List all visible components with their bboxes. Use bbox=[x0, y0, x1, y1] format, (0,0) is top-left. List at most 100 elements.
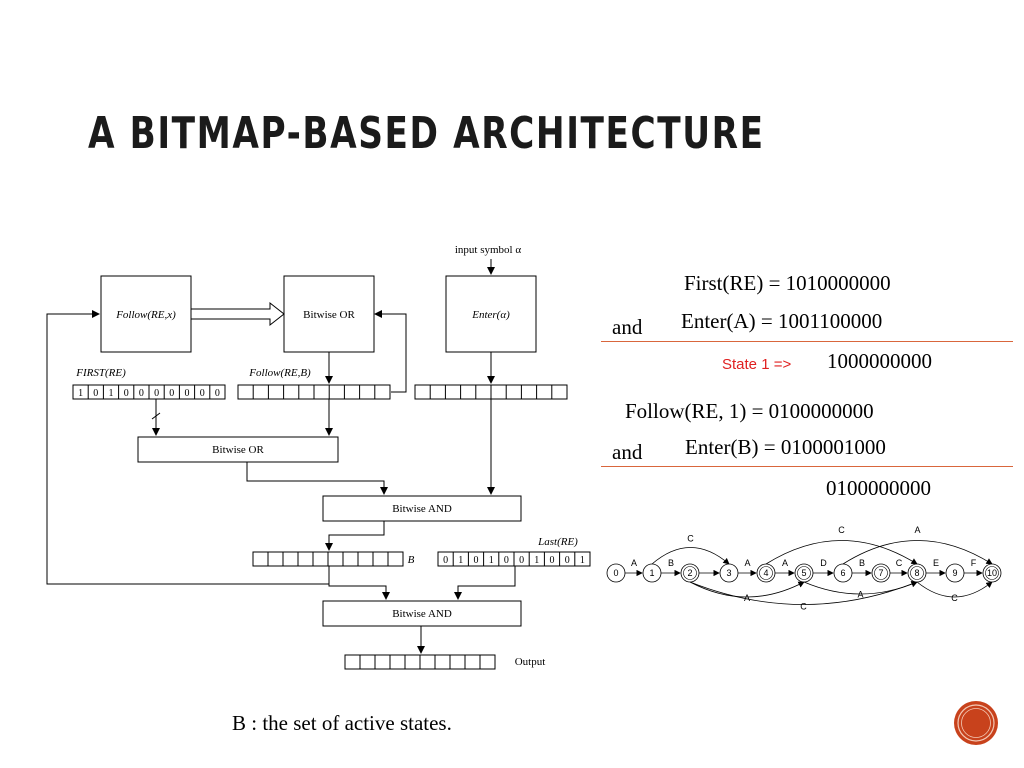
accepting-ring bbox=[874, 566, 888, 580]
automaton-arc bbox=[916, 581, 993, 598]
last-bit: 1 bbox=[534, 555, 539, 566]
accepting-ring bbox=[759, 566, 773, 580]
bitwise-and-1-block bbox=[322, 495, 522, 522]
state-node bbox=[642, 563, 662, 583]
state-label: 10 bbox=[987, 568, 997, 578]
b-to-and2 bbox=[328, 566, 390, 600]
first-bit: 0 bbox=[93, 388, 98, 399]
and-1-label: and bbox=[612, 315, 643, 339]
state-label: 1 bbox=[649, 568, 654, 578]
edge-label: A bbox=[631, 558, 637, 568]
state1-value: 1000000000 bbox=[827, 349, 932, 373]
edge-label: F bbox=[971, 558, 977, 568]
first-bit: 0 bbox=[185, 388, 190, 399]
arc-label: C bbox=[687, 534, 694, 544]
accepting-ring bbox=[910, 566, 924, 580]
state-node bbox=[719, 563, 739, 583]
rule-1 bbox=[601, 341, 1013, 342]
first-bit: 0 bbox=[169, 388, 174, 399]
arc-label: A bbox=[857, 590, 863, 600]
first-label: FIRST(RE) bbox=[75, 367, 126, 379]
edge-label: A bbox=[744, 558, 750, 568]
state-node bbox=[945, 563, 965, 583]
last-bit: 1 bbox=[489, 555, 494, 566]
state-label: 6 bbox=[840, 568, 845, 578]
arc-label: A bbox=[914, 525, 920, 535]
bitwise-and-1-label: Bitwise AND bbox=[392, 503, 452, 515]
state-label: 5 bbox=[801, 568, 806, 578]
state1-label: State 1 => bbox=[722, 356, 792, 373]
bitwise-and-2-block bbox=[322, 600, 522, 627]
first-bit: 1 bbox=[78, 388, 83, 399]
automaton-arc bbox=[765, 540, 918, 565]
first-bit: 0 bbox=[139, 388, 144, 399]
feedback-loop bbox=[374, 310, 407, 393]
edge-label: B bbox=[859, 558, 865, 568]
state-label: 4 bbox=[763, 568, 768, 578]
state-node bbox=[606, 563, 626, 583]
or-to-and1 bbox=[246, 462, 388, 495]
last-bit: 0 bbox=[474, 555, 479, 566]
edge-label: B bbox=[668, 558, 674, 568]
accepting-ring bbox=[683, 566, 697, 580]
last-bit: 0 bbox=[565, 555, 570, 566]
state-label: 8 bbox=[914, 568, 919, 578]
edge-label: A bbox=[782, 558, 788, 568]
edge-label: E bbox=[933, 558, 939, 568]
follow-block bbox=[100, 275, 192, 353]
first-bit: 0 bbox=[154, 388, 159, 399]
first-bit: 0 bbox=[124, 388, 129, 399]
automaton-arc bbox=[803, 581, 918, 595]
state-node bbox=[833, 563, 853, 583]
accepting-ring bbox=[797, 566, 811, 580]
automaton-arc bbox=[651, 547, 730, 565]
enter-block-label: Enter(α) bbox=[471, 309, 510, 321]
break-mark bbox=[151, 412, 161, 420]
first-bit: 0 bbox=[200, 388, 205, 399]
follow-re1-eq: Follow(RE, 1) = 0100000000 bbox=[625, 399, 874, 423]
last-bit: 0 bbox=[443, 555, 448, 566]
bitwise-and-2-label: Bitwise AND bbox=[392, 608, 452, 620]
b-to-follow-loop bbox=[46, 310, 330, 585]
edge-label: D bbox=[820, 558, 827, 568]
bitwise-or-mid-block bbox=[137, 436, 339, 463]
arc-label: C bbox=[951, 593, 958, 603]
bitwise-or-top-label: Bitwise OR bbox=[303, 309, 355, 321]
last-label: Last(RE) bbox=[537, 536, 578, 548]
last-bit: 0 bbox=[504, 555, 509, 566]
state-label: 3 bbox=[726, 568, 731, 578]
accepting-ring bbox=[985, 566, 999, 580]
hollow-arrow bbox=[191, 301, 285, 327]
state-label: 0 bbox=[613, 568, 618, 578]
automaton-arc bbox=[689, 581, 918, 605]
last-bit: 0 bbox=[519, 555, 524, 566]
result-value: 0100000000 bbox=[826, 476, 931, 500]
automaton-arc bbox=[842, 540, 993, 565]
first-bit: 0 bbox=[215, 388, 220, 399]
and-2-label: and bbox=[612, 440, 643, 464]
first-bit: 1 bbox=[109, 388, 114, 399]
and1-to-b bbox=[325, 521, 385, 551]
enter-b-eq: Enter(B) = 0100001000 bbox=[685, 435, 886, 459]
input-symbol-label: input symbol α bbox=[455, 244, 522, 256]
automaton-arc bbox=[689, 581, 805, 598]
first-re-eq: First(RE) = 1010000000 bbox=[684, 271, 891, 295]
arc-label: A bbox=[744, 593, 750, 603]
rule-2 bbox=[601, 466, 1013, 467]
circle-logo-icon bbox=[954, 701, 998, 745]
state-label: 9 bbox=[952, 568, 957, 578]
b-label: B bbox=[408, 554, 415, 566]
last-bit: 1 bbox=[458, 555, 463, 566]
last-bit: 0 bbox=[550, 555, 555, 566]
last-to-and2 bbox=[454, 566, 516, 600]
slide-title: A BITMAP-BASED ARCHITECTURE bbox=[88, 108, 765, 159]
output-label: Output bbox=[515, 656, 546, 668]
last-bit: 1 bbox=[580, 555, 585, 566]
arc-label: C bbox=[800, 602, 807, 612]
arc-label: C bbox=[838, 525, 845, 535]
follow-block-label: Follow(RE,x) bbox=[115, 309, 176, 321]
state-label: 7 bbox=[878, 568, 883, 578]
state-label: 2 bbox=[687, 568, 692, 578]
